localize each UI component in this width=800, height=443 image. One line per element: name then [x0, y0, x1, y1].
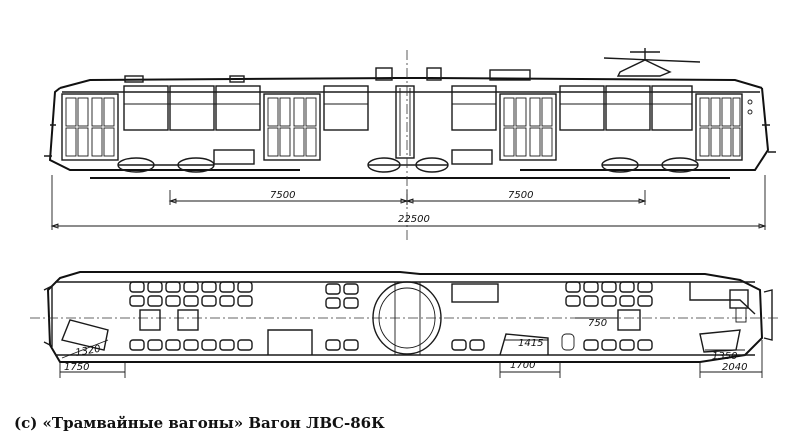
side-elevation [44, 48, 776, 240]
dim-plan-door-right: 1350 [712, 351, 737, 362]
dim-plan-end-left: 1750 [64, 362, 89, 373]
dim-total-length: 22500 [398, 214, 430, 225]
dim-plan-door-mid: 1415 [518, 338, 543, 349]
dim-section-a: 7500 [270, 190, 295, 201]
dim-plan-door-left: 1320 [75, 344, 102, 359]
plan-view [30, 271, 780, 378]
dim-plan-end-right: 2040 [722, 362, 747, 373]
dim-section-b: 7500 [508, 190, 533, 201]
dim-plan-seat-pitch: 750 [588, 318, 607, 329]
figure-caption: (c) «Трамвайные вагоны» Вагон ЛВС-86К [14, 414, 385, 432]
dim-plan-mid-width: 1700 [510, 360, 535, 371]
